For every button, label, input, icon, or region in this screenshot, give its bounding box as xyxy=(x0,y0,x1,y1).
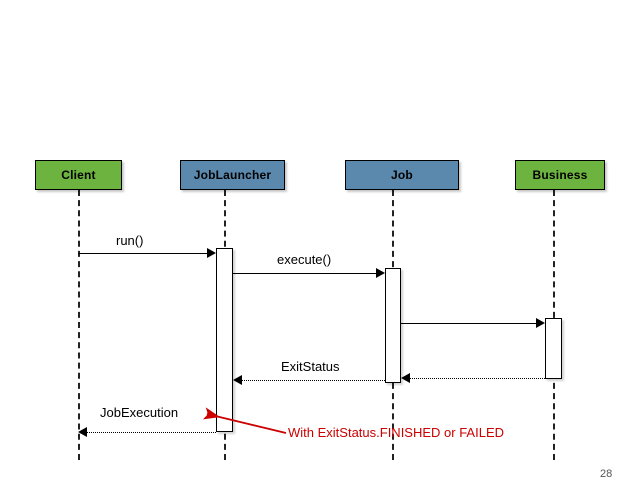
message-label-jobexecution: JobExecution xyxy=(100,405,179,420)
message-arrowhead-exitstatus xyxy=(233,375,242,385)
message-arrowhead-jobexecution xyxy=(78,427,87,437)
message-label-exitstatus: ExitStatus xyxy=(281,359,340,374)
participant-client: Client xyxy=(35,160,122,190)
message-arrowhead-run xyxy=(207,248,216,258)
annotation-text: With ExitStatus.FINISHED or FAILED xyxy=(288,425,504,440)
participant-business: Business xyxy=(515,160,605,190)
activation-business xyxy=(545,318,562,379)
message-line-job-to-business xyxy=(401,323,536,324)
message-arrowhead-job-to-business xyxy=(536,318,545,328)
participant-job: Job xyxy=(345,160,459,190)
participant-joblauncher-label: JobLauncher xyxy=(193,168,272,182)
message-line-execute xyxy=(233,273,376,274)
lifeline-client xyxy=(78,190,80,460)
message-arrowhead-execute xyxy=(376,268,385,278)
message-line-jobexecution xyxy=(87,432,216,433)
participant-client-label: Client xyxy=(61,168,96,182)
participant-job-label: Job xyxy=(391,168,413,182)
message-label-execute: execute() xyxy=(277,252,332,267)
participant-joblauncher: JobLauncher xyxy=(180,160,285,190)
message-label-run: run() xyxy=(116,233,144,248)
activation-joblauncher xyxy=(216,248,233,432)
participant-business-label: Business xyxy=(532,168,588,182)
page-number: 28 xyxy=(600,468,613,480)
activation-job xyxy=(385,268,401,383)
message-line-run xyxy=(78,253,208,254)
message-arrowhead-business-return xyxy=(401,373,410,383)
message-line-exitstatus xyxy=(242,380,385,381)
message-line-business-return xyxy=(410,378,545,379)
